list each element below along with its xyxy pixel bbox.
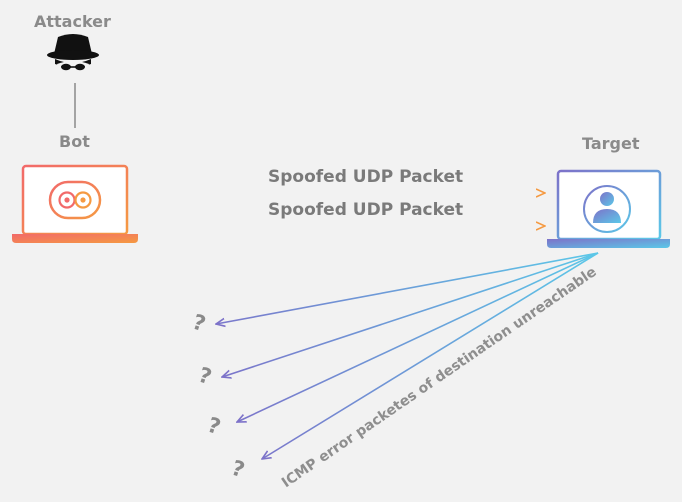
- attacker-label: Attacker: [34, 12, 111, 31]
- icmp-arrow-4: [262, 252, 599, 459]
- robot-laptop-icon: [12, 164, 138, 243]
- hacker-icon: [47, 34, 99, 79]
- target-label: Target: [582, 134, 640, 153]
- udp-packet-label-2: Spoofed UDP Packet: [268, 200, 464, 220]
- udp-packet-label-1: Spoofed UDP Packet: [268, 167, 464, 187]
- user-laptop-icon: [547, 169, 670, 248]
- icmp-arrow-1: [216, 252, 599, 324]
- icmp-arrow-2: [222, 252, 599, 377]
- bot-label: Bot: [59, 132, 90, 151]
- icmp-arrow-3: [237, 252, 599, 422]
